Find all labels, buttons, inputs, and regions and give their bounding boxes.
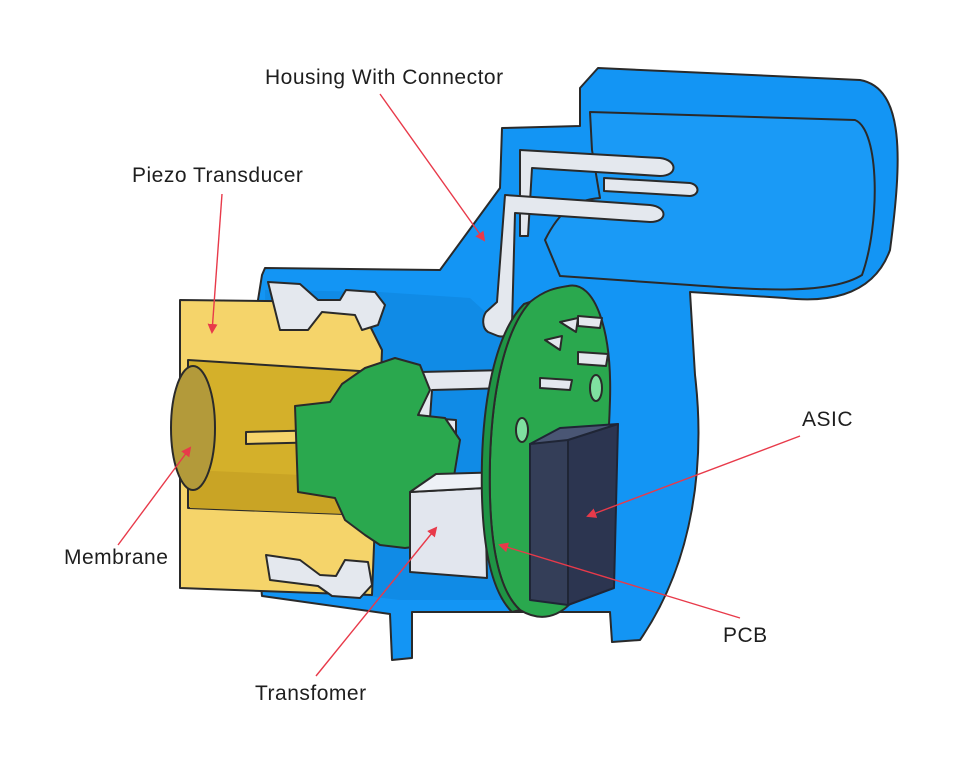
leader-housing: [379, 93, 486, 242]
pcb-terminal-5: [539, 377, 573, 391]
transformer-front: [409, 487, 488, 579]
leader-transformer: [315, 526, 438, 677]
retaining-clip-bottom: [265, 554, 373, 599]
connector-pin-short: [603, 177, 699, 197]
leader-pcb: [498, 542, 741, 619]
pcb-terminal-2: [544, 335, 563, 351]
pcb-hole-right: [589, 374, 603, 402]
leader-asic: [586, 435, 801, 518]
label-membrane: Membrane: [64, 546, 169, 569]
retaining-clip-top: [267, 281, 386, 331]
pcb-hole-left: [515, 417, 529, 443]
label-housing-with-connector: Housing With Connector: [265, 66, 504, 89]
leader-membrane: [117, 446, 192, 546]
pcb-edge: [480, 301, 531, 613]
asic-chip: [529, 423, 619, 606]
retaining-clips: [265, 281, 386, 599]
label-piezo-transducer: Piezo Transducer: [132, 164, 304, 187]
label-pcb: PCB: [723, 624, 768, 647]
membrane: [170, 365, 216, 491]
label-asic: ASIC: [802, 408, 854, 431]
leader-lines: [117, 93, 801, 677]
leader-piezo: [207, 193, 223, 334]
label-transformer: Transfomer: [255, 682, 367, 705]
pcb-terminal-4: [577, 351, 609, 367]
pcb-terminal-3: [577, 315, 603, 329]
asic-front: [529, 439, 569, 606]
